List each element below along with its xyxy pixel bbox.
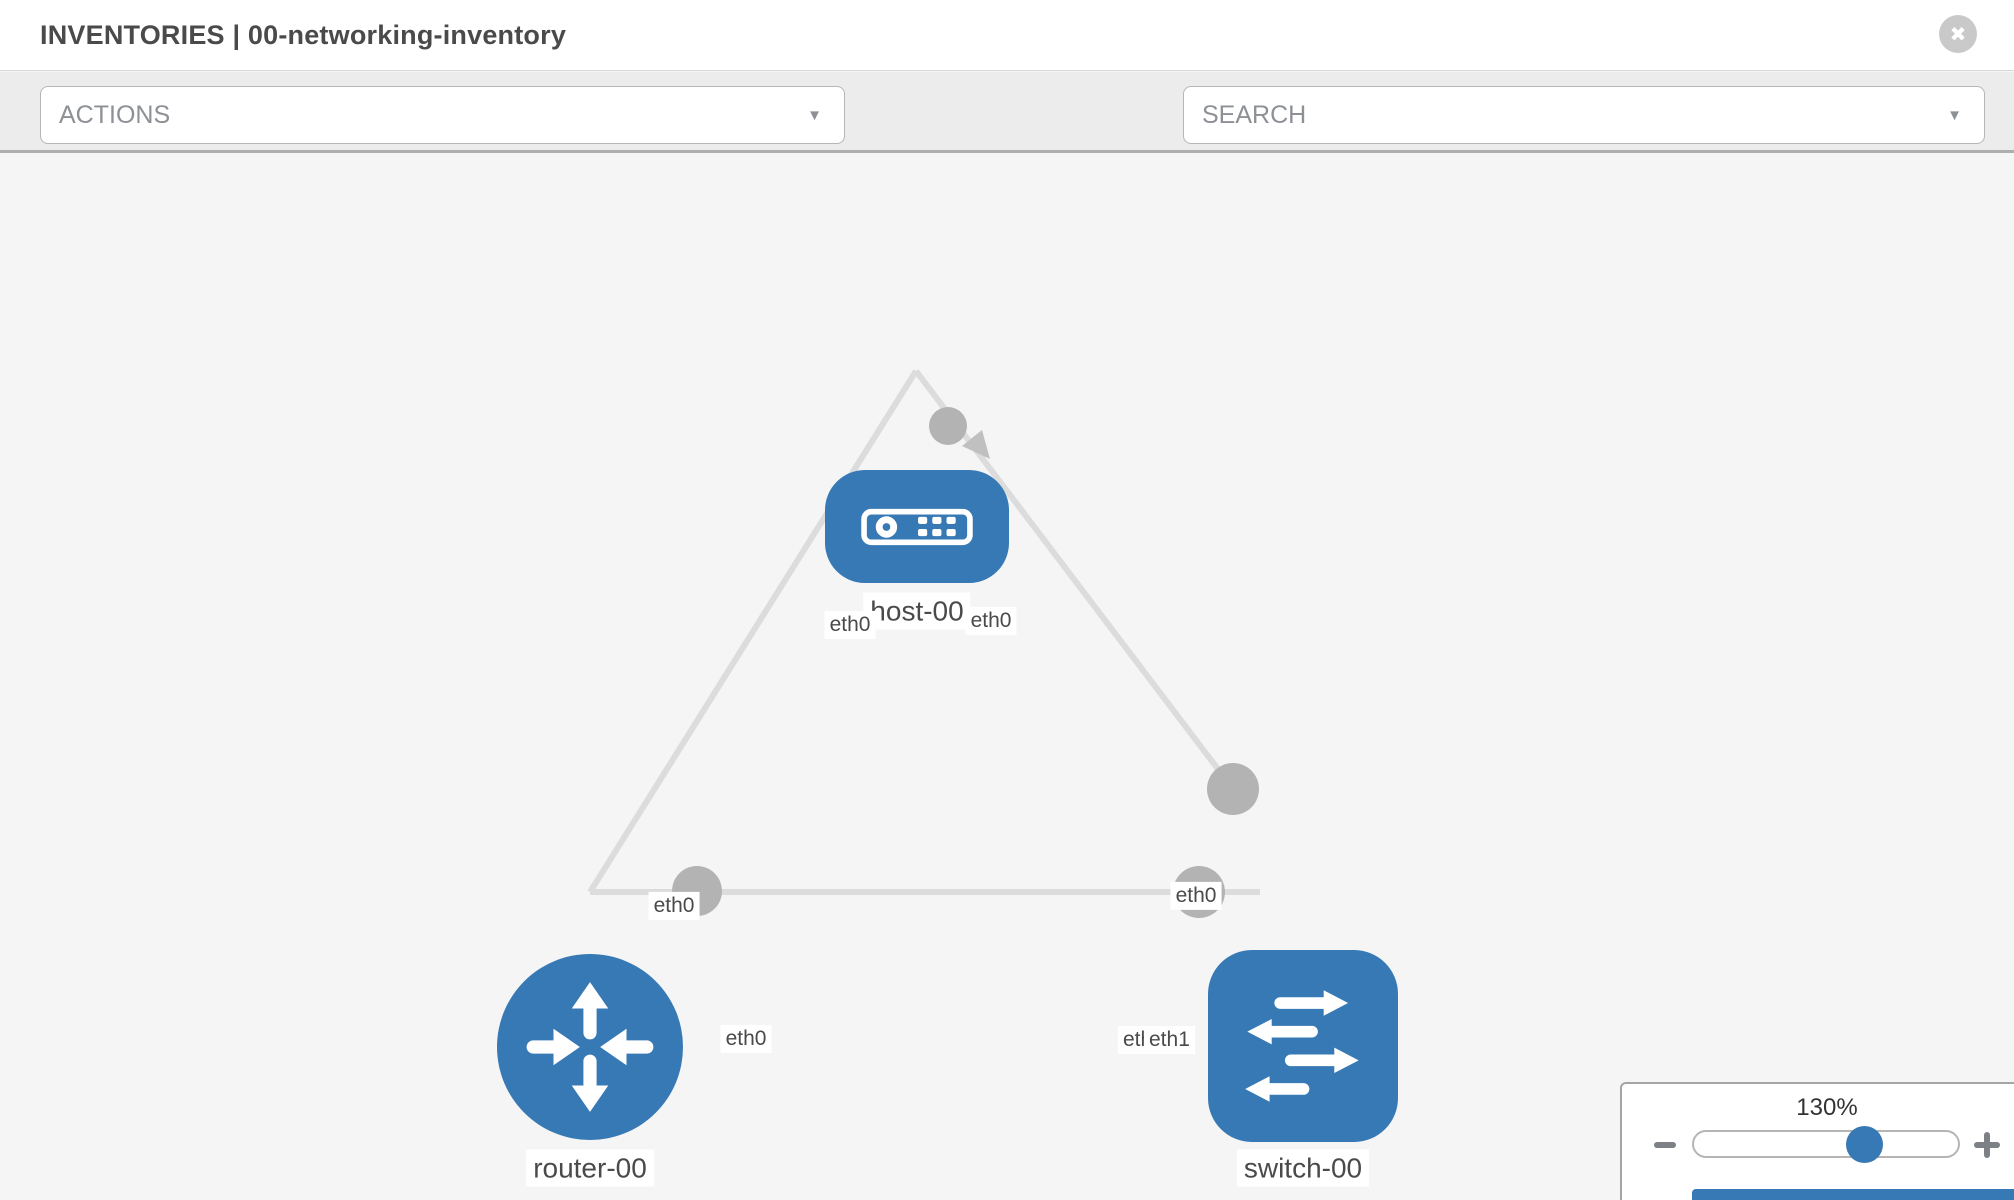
links-layer [587, 369, 1260, 918]
iface-label-host-switch-at-switch: eth0 [1170, 881, 1222, 911]
topology-canvas[interactable]: host-00 router-00 switch-00 eth0 eth0 et… [0, 155, 2014, 1200]
zoom-out-icon[interactable] [1654, 1142, 1676, 1148]
zoom-panel: 130% [1620, 1082, 2014, 1200]
zoom-level-label: 130% [1796, 1094, 1858, 1121]
interface-connector-switch-top [1207, 763, 1259, 815]
caret-down-icon: ▼ [1947, 106, 1962, 124]
zoom-slider-track[interactable] [1692, 1130, 1960, 1158]
page-title: INVENTORIES | 00-networking-inventory [40, 19, 567, 50]
node-switch-00[interactable] [1208, 950, 1398, 1142]
node-label-router: router-00 [526, 1149, 654, 1187]
plus-icon-bar [1984, 1132, 1990, 1158]
iface-label-router-switch-at-switch: eth1 [1144, 1026, 1195, 1055]
search-dropdown-label: SEARCH [1202, 100, 1307, 129]
iface-label-router-switch-at-router: eth0 [720, 1024, 772, 1054]
caret-down-icon: ▼ [807, 106, 822, 124]
node-host-00[interactable] [825, 470, 1009, 583]
iface-label-host-router-at-router: eth0 [648, 891, 700, 921]
node-label-host: host-00 [863, 592, 971, 630]
host-icon [861, 508, 973, 545]
iface-label-host-router-at-host: eth0 [824, 610, 876, 640]
switch-icon [1245, 990, 1359, 1102]
interface-connector-host [929, 407, 967, 445]
toolbar: ACTIONS ▼ SEARCH ▼ [0, 72, 2014, 198]
router-icon [526, 982, 654, 1112]
zoom-slider-thumb[interactable] [1846, 1126, 1883, 1163]
link-arrowhead [962, 430, 990, 459]
actions-dropdown-label: ACTIONS [59, 100, 171, 129]
close-button[interactable]: ✖ [1939, 15, 1977, 53]
close-icon: ✖ [1949, 23, 1967, 46]
header-bar: INVENTORIES | 00-networking-inventory ✖ [0, 0, 2014, 71]
search-dropdown[interactable]: SEARCH ▼ [1183, 86, 1985, 144]
link-host-router[interactable] [587, 369, 919, 894]
node-label-switch: switch-00 [1236, 1149, 1370, 1187]
node-router-00[interactable] [497, 954, 683, 1140]
actions-dropdown[interactable]: ACTIONS ▼ [40, 86, 845, 144]
legend-button[interactable] [1692, 1189, 2014, 1200]
zoom-in-icon[interactable] [1974, 1132, 2000, 1158]
iface-label-host-switch-at-host: eth0 [965, 606, 1017, 636]
